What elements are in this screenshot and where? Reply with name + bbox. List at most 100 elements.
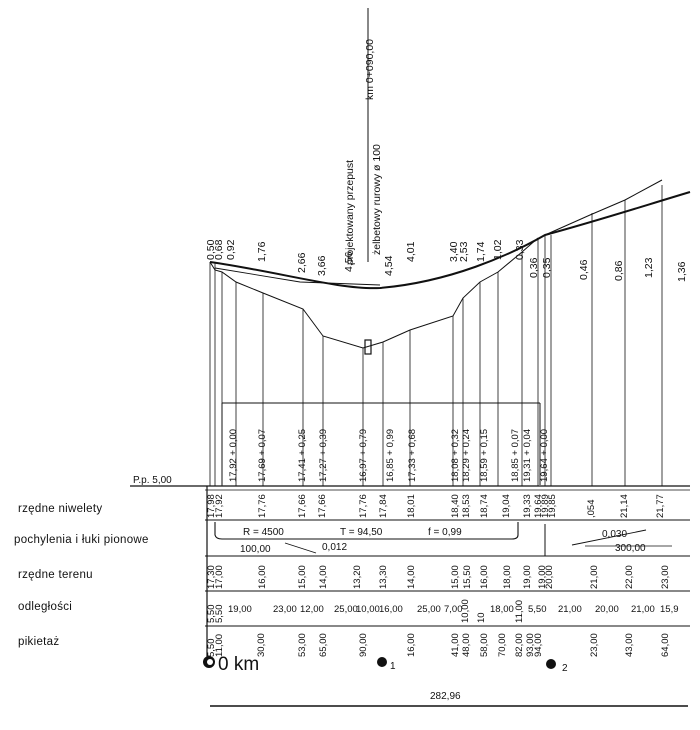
section-formula: 16,97 + 0,79 <box>358 429 369 482</box>
section-formula: 17,41 + 0,25 <box>297 429 308 482</box>
chainage-value: 41,00 <box>450 633 461 657</box>
depth-value: 1,02 <box>492 239 504 260</box>
niweleta-value: 17,92 <box>214 494 225 518</box>
distance-value: 19,00 <box>228 604 252 615</box>
chainage-value: 90,00 <box>358 633 369 657</box>
terrain-value: 17,00 <box>214 565 225 589</box>
total-length: 282,96 <box>210 691 688 707</box>
distance-value: 5,50 <box>206 605 217 624</box>
depth-value: 1,76 <box>256 241 268 262</box>
km-one-label: 1 <box>390 661 396 672</box>
distance-value: 11,00 <box>514 600 525 623</box>
depth-value: 0,68 <box>213 239 225 260</box>
section-formula: 17,33 + 0,68 <box>407 429 418 482</box>
culvert-header: km 0+090,00 projektowany przepust żelbet… <box>344 8 383 265</box>
chainage-value: 53,00 <box>297 633 308 657</box>
vertical-curve-labels: R = 4500 T = 94,50 f = 0,99 100,00 0,012… <box>240 527 646 555</box>
culvert-symbol <box>364 339 372 355</box>
niweleta-value: 19,33 <box>522 494 533 518</box>
section-formula-labels: 17,92 + 0,00 17,69 + 0,07 17,41 + 0,25 17,2… <box>228 429 550 482</box>
chainage-value: 23,00 <box>589 633 600 657</box>
chainage-value: 11,00 <box>214 634 225 657</box>
depth-value: 2,66 <box>296 252 308 273</box>
terrain-value: 21,00 <box>589 565 600 589</box>
niweleta-value: ,054 <box>586 500 597 519</box>
niweleta-value: 19,89 <box>540 494 551 518</box>
vertical-curve <box>214 522 672 556</box>
chainage-value: 48,00 <box>461 633 472 657</box>
niweleta-value: 17,76 <box>358 494 369 518</box>
terrain-value: 20,00 <box>544 565 555 589</box>
niweleta-value: 17,84 <box>378 494 389 518</box>
grade-right-value: 0,030 <box>602 529 627 540</box>
vertical-curve-bracket <box>214 522 519 540</box>
terrain-value: 14,00 <box>318 565 329 589</box>
chainage-value: 70,00 <box>497 633 508 657</box>
niweleta-value: 21,14 <box>619 494 630 518</box>
km-one-marker <box>377 657 387 667</box>
header-culvert-title: projektowany przepust <box>344 160 356 265</box>
distance-value: 15,9 <box>660 604 679 615</box>
niweleta-value: 18,01 <box>406 494 417 518</box>
terrain-surface-line <box>209 237 539 349</box>
terrain-value: 16,00 <box>257 565 268 589</box>
distance-value: 21,00 <box>631 604 655 615</box>
niweleta-value: 19,85 <box>547 494 558 518</box>
upper-slope-line <box>214 267 381 286</box>
chainage-value: 82,00 <box>514 633 525 657</box>
section-formula: 18,59 + 0,15 <box>479 429 490 482</box>
distance-value: 10,00 <box>460 599 471 623</box>
km-zero-marker-inner <box>207 659 213 665</box>
section-formula: 17,92 + 0,00 <box>228 429 239 482</box>
distance-value: 23,00 <box>273 604 297 615</box>
km-zero-label: 0 km <box>218 654 259 675</box>
niweleta-value: 18,40 <box>450 494 461 518</box>
header-culvert-type: żelbetowy rurowy ø 100 <box>371 144 383 255</box>
section-formula: 17,69 + 0,07 <box>257 429 268 482</box>
header-km: km 0+090,00 <box>364 39 376 100</box>
terrain-value: 15,00 <box>297 565 308 589</box>
chainage-value: 65,00 <box>318 633 329 657</box>
section-formula: 19,64 + 0,00 <box>539 429 550 482</box>
cross-section-box <box>221 402 541 485</box>
design-grade-line <box>209 191 691 290</box>
km-two-marker <box>546 659 556 669</box>
distance-value: 20,00 <box>595 604 619 615</box>
chainage-value: 43,00 <box>624 633 635 657</box>
table-grid <box>205 486 690 662</box>
terrain-value: 14,00 <box>406 565 417 589</box>
section-formula: 16,85 + 0,99 <box>385 429 396 482</box>
section-formula: 18,85 + 0,07 <box>510 429 521 482</box>
depth-value: 4,01 <box>405 241 417 262</box>
depth-value: 0,50 <box>205 239 217 260</box>
depth-value: 2,53 <box>458 241 470 262</box>
depth-value: 4,54 <box>383 255 395 276</box>
depth-value: 0,33 <box>514 239 526 260</box>
distance-value: 25,00 <box>334 604 358 615</box>
depth-value: 3,40 <box>448 241 460 262</box>
distance-value: 5,50 <box>528 604 547 615</box>
niweleta-value: 17,98 <box>206 494 217 518</box>
distance-value: 18,00 <box>490 604 514 615</box>
terrain-value: 22,00 <box>624 565 635 589</box>
km-markers: 0 km 1 2 <box>203 654 568 675</box>
row-label-niweleta: rzędne niwelety <box>18 503 102 515</box>
distance-value: 21,00 <box>558 604 582 615</box>
grade-left-length: 100,00 <box>240 544 271 555</box>
niweleta-value: 21,77 <box>655 494 666 518</box>
depth-value: 0,86 <box>613 260 625 281</box>
niweleta-value: 19,04 <box>501 494 512 518</box>
chainage-value: 58,00 <box>479 633 490 657</box>
section-formula: 17,27 + 0,39 <box>318 429 329 482</box>
depth-value: 3,66 <box>316 255 328 276</box>
distance-value: 10 <box>476 612 487 623</box>
grade-left-sign <box>284 542 317 554</box>
depth-value: 0,35 <box>541 257 553 278</box>
station-lines <box>209 185 663 486</box>
grade-right-length: 300,00 <box>615 543 646 554</box>
terrain-value: 23,00 <box>660 565 671 589</box>
